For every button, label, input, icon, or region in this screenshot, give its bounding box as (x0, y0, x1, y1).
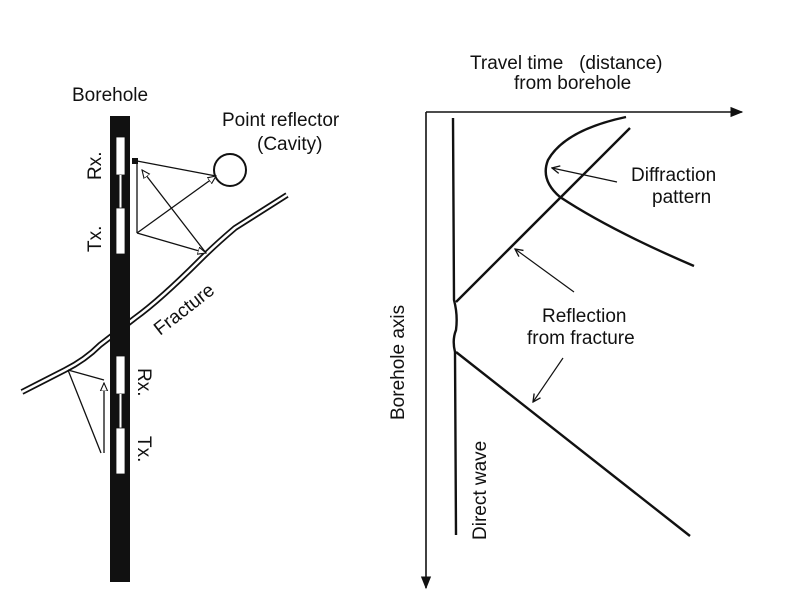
reflection-lower-line (455, 351, 691, 537)
upper-transmitter-block (115, 207, 126, 255)
diffraction-label-line2: pattern (652, 187, 711, 208)
ray-lower-tx-to-fracture (67, 369, 102, 454)
reflection-lower-pointer-arrow (533, 357, 564, 402)
reflection-label-line1: Reflection (542, 306, 627, 327)
reflection-upper-line (455, 127, 631, 303)
borehole-column-overlap (110, 318, 130, 348)
ray-fracture-to-rx (142, 170, 207, 254)
direct-wave-curve (451, 117, 458, 536)
fracture-inner (21, 193, 288, 394)
direct-wave-label: Direct wave (470, 441, 491, 540)
y-axis-label: Borehole axis (388, 305, 409, 420)
x-axis-label-line2: from borehole (514, 73, 631, 94)
upper-ray-paths (132, 158, 216, 253)
upper-receiver-block (115, 136, 126, 176)
upper-receiver-node (132, 158, 138, 164)
diffraction-pointer-arrow (552, 168, 618, 183)
ray-tx-to-fracture (136, 232, 206, 253)
lower-transmitter-label: Tx. (133, 436, 154, 462)
cavity-circle (213, 153, 247, 187)
fracture-outline (20, 192, 289, 395)
cavity-label: (Cavity) (257, 134, 322, 155)
left-panel: Borehole Rx. Tx. Rx. Tx. Point reflector… (20, 85, 340, 582)
reflection-label-line2: from fracture (527, 328, 635, 349)
fracture-label: Fracture (150, 280, 219, 340)
lower-receiver-block (115, 355, 126, 395)
ray-lower-fracture-to-rx (67, 369, 105, 381)
upper-receiver-label: Rx. (85, 152, 106, 181)
lower-ray-paths (67, 369, 105, 454)
point-reflector-label: Point reflector (222, 110, 340, 131)
lower-receiver-label: Rx. (133, 368, 154, 397)
ray-tx-to-cavity (136, 176, 216, 234)
borehole-label: Borehole (72, 85, 148, 106)
right-panel: Travel time (distance) from borehole Bor… (388, 53, 744, 590)
lower-transmitter-block (115, 427, 126, 475)
ray-cavity-to-rx (136, 160, 217, 177)
diffraction-hyperbola (544, 115, 695, 268)
x-axis-label-line1: Travel time (distance) (470, 53, 663, 74)
upper-transmitter-label: Tx. (85, 226, 106, 252)
reflection-upper-pointer-arrow (515, 249, 575, 293)
diffraction-label-line1: Diffraction (631, 165, 716, 186)
